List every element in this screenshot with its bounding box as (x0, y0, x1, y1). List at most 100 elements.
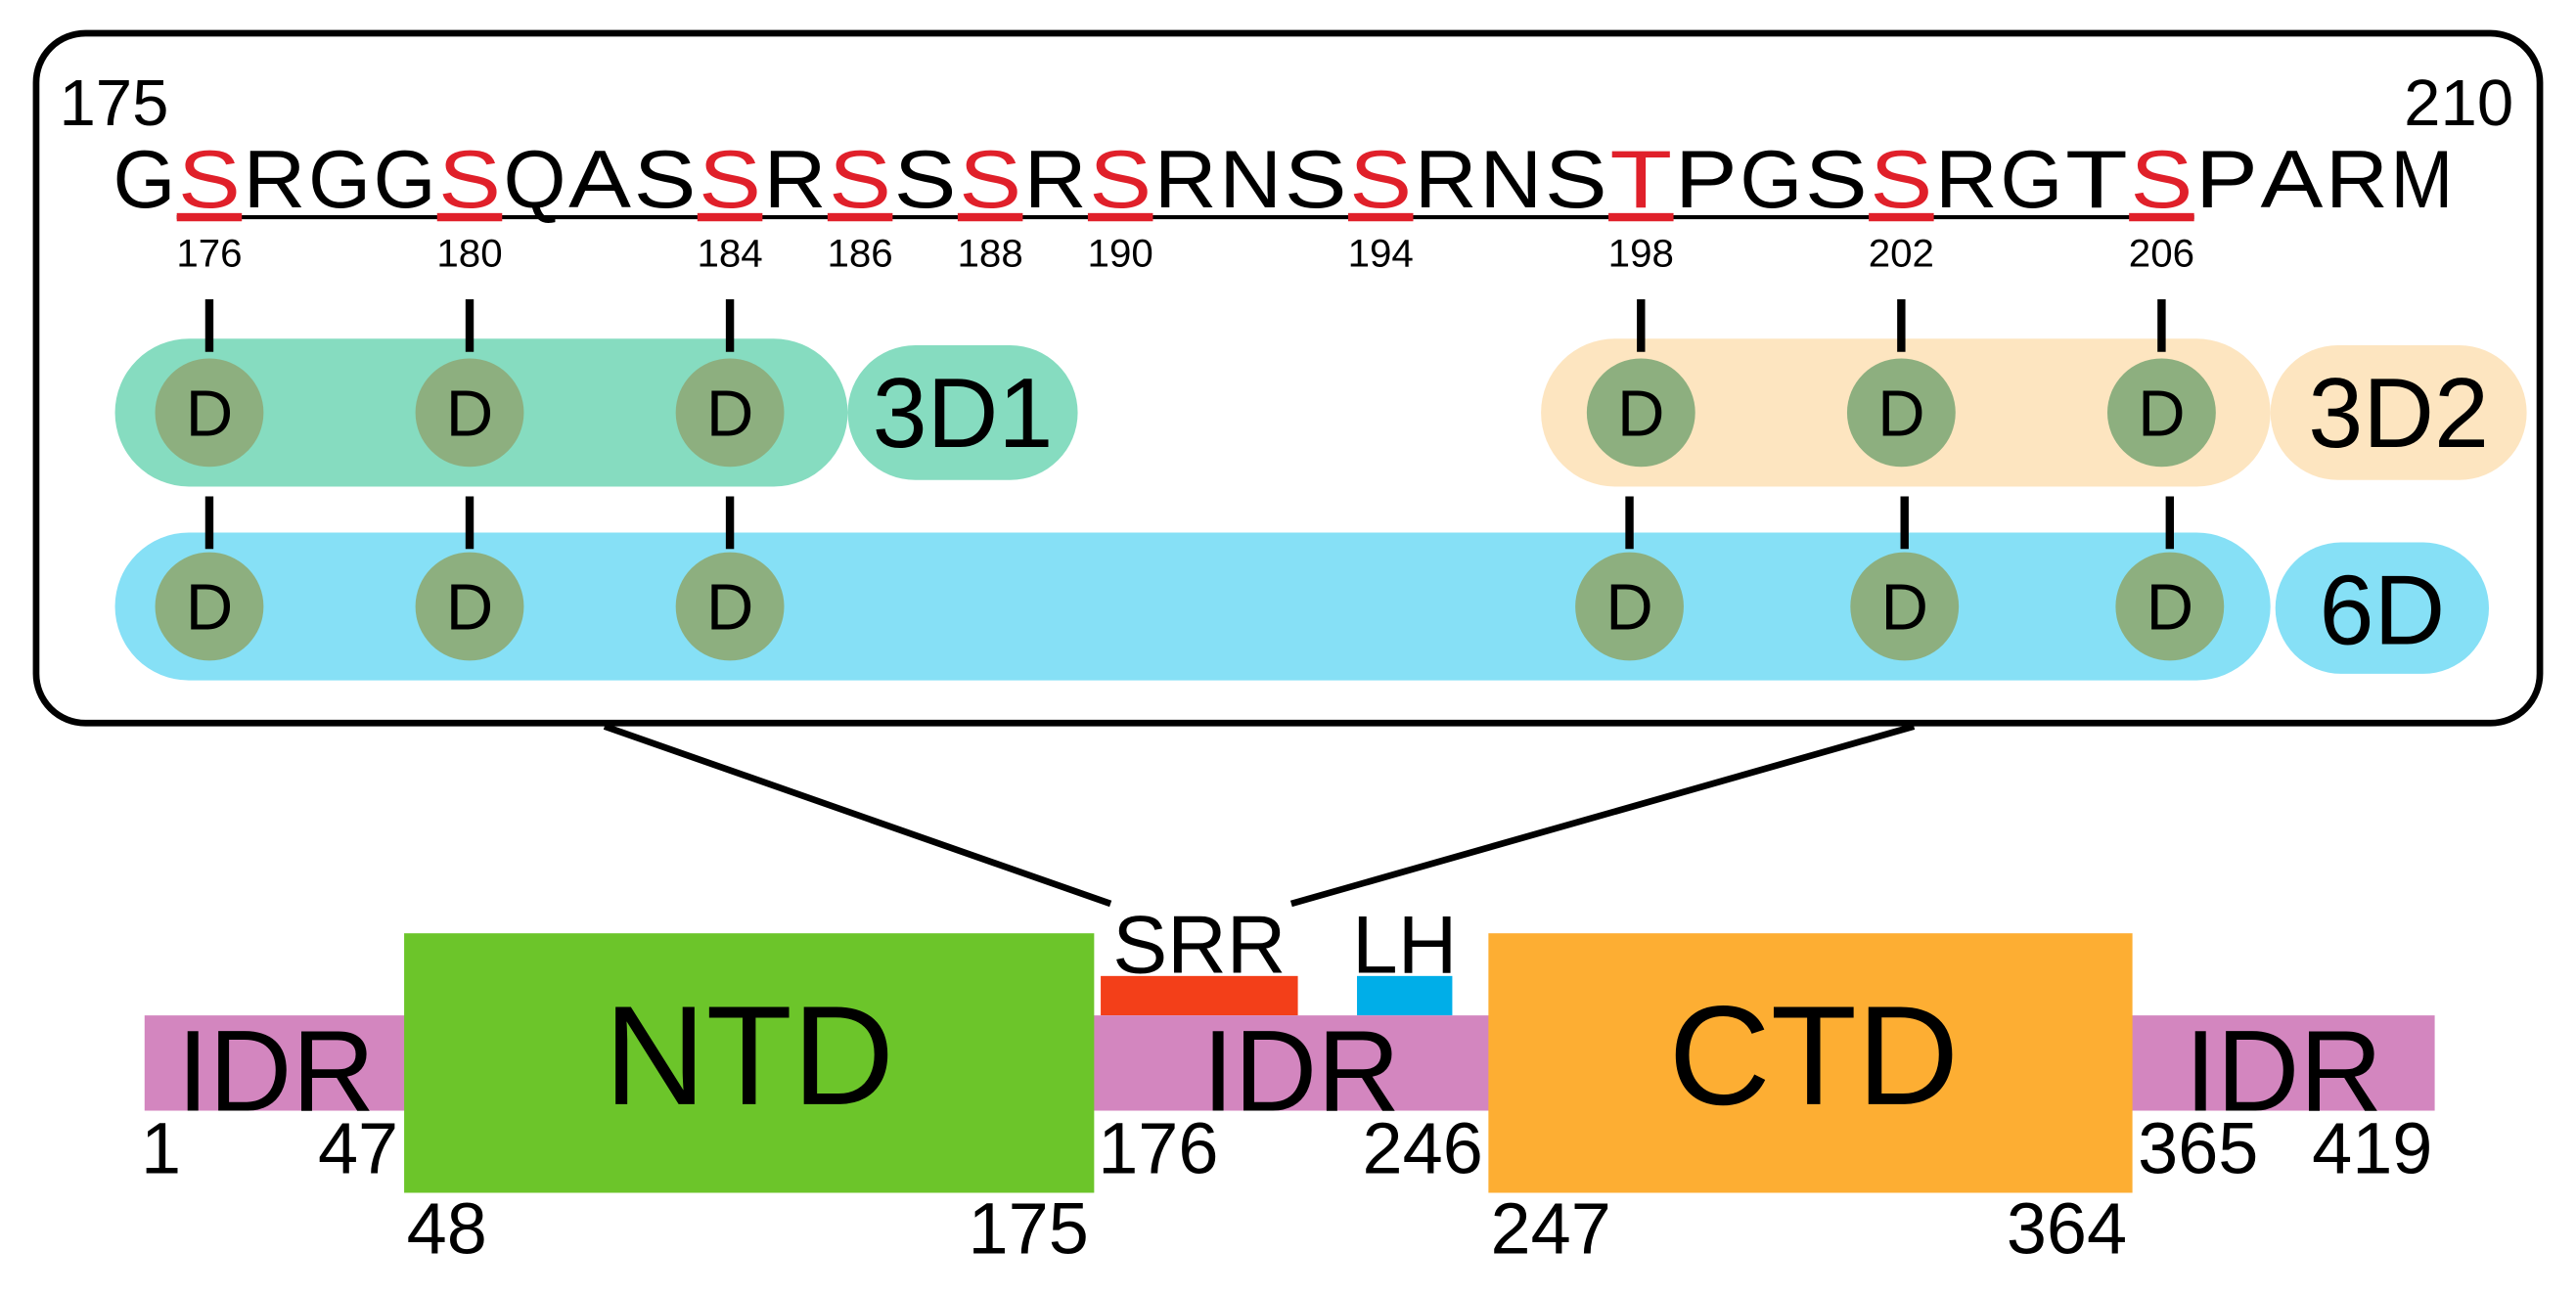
group-3d2-label-pill (2270, 345, 2527, 480)
ctd-domain (1488, 933, 2133, 1193)
zoom-line-left (603, 723, 1112, 908)
sequence-residue: G (374, 133, 436, 225)
group-3d1-label-pill (847, 345, 1078, 480)
sequence-residue: S (1285, 133, 1347, 225)
aspartate-circle (415, 552, 524, 661)
sequence-residue: T (2065, 133, 2128, 225)
phospho-residue: S (1089, 133, 1152, 225)
position-number: 180 (436, 231, 502, 275)
aspartate-circle (1586, 358, 1695, 468)
sequence-residue: R (1154, 133, 1217, 225)
phosphosite-underline (176, 212, 243, 222)
aspartate-circle (415, 358, 524, 468)
aspartate-label: D (2138, 377, 2186, 450)
sequence-residue: R (1415, 133, 1477, 225)
group-3d2-label: 3D2 (2308, 359, 2489, 469)
ctd-label: CTD (1668, 976, 1959, 1135)
lh-label: LH (1352, 898, 1457, 990)
group-6d-band (114, 532, 2271, 681)
sequence-residue: G (2000, 133, 2062, 225)
sequence-residue: R (1024, 133, 1087, 225)
phospho-residue: S (959, 133, 1021, 225)
sequence-residue: M (2391, 133, 2454, 225)
aspartate-label: D (1880, 571, 1928, 645)
aspartate-circle (675, 552, 785, 661)
ntd-end-number: 175 (969, 1188, 1089, 1270)
phospho-residue: S (829, 133, 891, 225)
phospho-residue: S (2130, 133, 2192, 225)
phospho-residue: S (1870, 133, 1932, 225)
aspartate-circle (2115, 552, 2225, 661)
aspartate-label: D (186, 571, 234, 645)
sequence-residue: G (1740, 133, 1802, 225)
aspartate-circle (675, 358, 785, 468)
position-number: 176 (176, 231, 242, 275)
aspartate-circle (155, 552, 264, 661)
aspartate-label: D (706, 571, 753, 645)
inset-start-number: 175 (59, 67, 168, 140)
ctd-end-number: 364 (2007, 1188, 2127, 1270)
idr-middle-end-number: 246 (1363, 1107, 1483, 1188)
inset-end-number: 210 (2404, 67, 2513, 140)
idr-middle-start-number: 176 (1098, 1107, 1218, 1188)
ctd-start-number: 247 (1491, 1188, 1611, 1270)
group-6d-label: 6D (2319, 557, 2445, 666)
idr-n-start-number: 1 (141, 1107, 181, 1188)
phospho-residue: S (438, 133, 501, 225)
position-number: 190 (1088, 231, 1153, 275)
sequence-residue: P (2195, 133, 2258, 225)
phosphosite-underline (827, 212, 893, 222)
aspartate-circle (1575, 552, 1684, 661)
position-number: 188 (958, 231, 1023, 275)
sequence-residue: P (1675, 133, 1738, 225)
idr-label-n: IDR (177, 1007, 375, 1136)
phosphosite-underline (1608, 212, 1674, 222)
sequence-residue: G (113, 133, 176, 225)
phosphosite-underline (957, 212, 1023, 222)
phosphosite-underline (436, 212, 503, 222)
srr-bar (1101, 975, 1298, 1016)
phospho-residue: T (1609, 133, 1672, 225)
aspartate-circle (1850, 552, 1960, 661)
sequence-residue: R (764, 133, 827, 225)
zoom-line-right (1289, 723, 1916, 908)
phospho-residue: S (1349, 133, 1412, 225)
sequence-residue: R (244, 133, 306, 225)
aspartate-label: D (186, 377, 234, 450)
aspartate-label: D (1617, 377, 1665, 450)
position-number: 194 (1348, 231, 1414, 275)
phosphosite-underline (1087, 212, 1153, 222)
phosphosite-underline (1347, 212, 1414, 222)
sequence-residue: S (1805, 133, 1868, 225)
sequence-residue: R (2326, 133, 2388, 225)
idr-label-c: IDR (2185, 1007, 2382, 1136)
aspartate-circle (1846, 358, 1956, 468)
phosphosite-underline (2129, 212, 2194, 222)
position-number: 186 (827, 231, 892, 275)
sequence-residue: Q (504, 133, 566, 225)
ntd-label: NTD (604, 976, 894, 1135)
aspartate-circle (155, 358, 264, 468)
sequence-residue: S (894, 133, 957, 225)
idr-c-start-number: 365 (2138, 1107, 2258, 1188)
sequence-residue: S (634, 133, 697, 225)
ntd-domain (404, 933, 1095, 1193)
sequence-residue: A (568, 133, 631, 225)
lh-bar (1357, 975, 1453, 1016)
phospho-residue: S (699, 133, 761, 225)
srr-label: SRR (1112, 898, 1286, 990)
group-3d1-label: 3D1 (873, 359, 1054, 469)
phosphosite-underline (697, 212, 763, 222)
aspartate-label: D (2147, 571, 2194, 645)
position-number: 206 (2129, 231, 2194, 275)
sequence-residue: A (2261, 133, 2324, 225)
sequence-residue: R (1935, 133, 1998, 225)
sequence-residue: G (308, 133, 371, 225)
group-6d-label-pill (2275, 542, 2490, 674)
aspartate-label: D (1877, 377, 1925, 450)
position-number: 202 (1869, 231, 1934, 275)
aspartate-label: D (446, 571, 493, 645)
